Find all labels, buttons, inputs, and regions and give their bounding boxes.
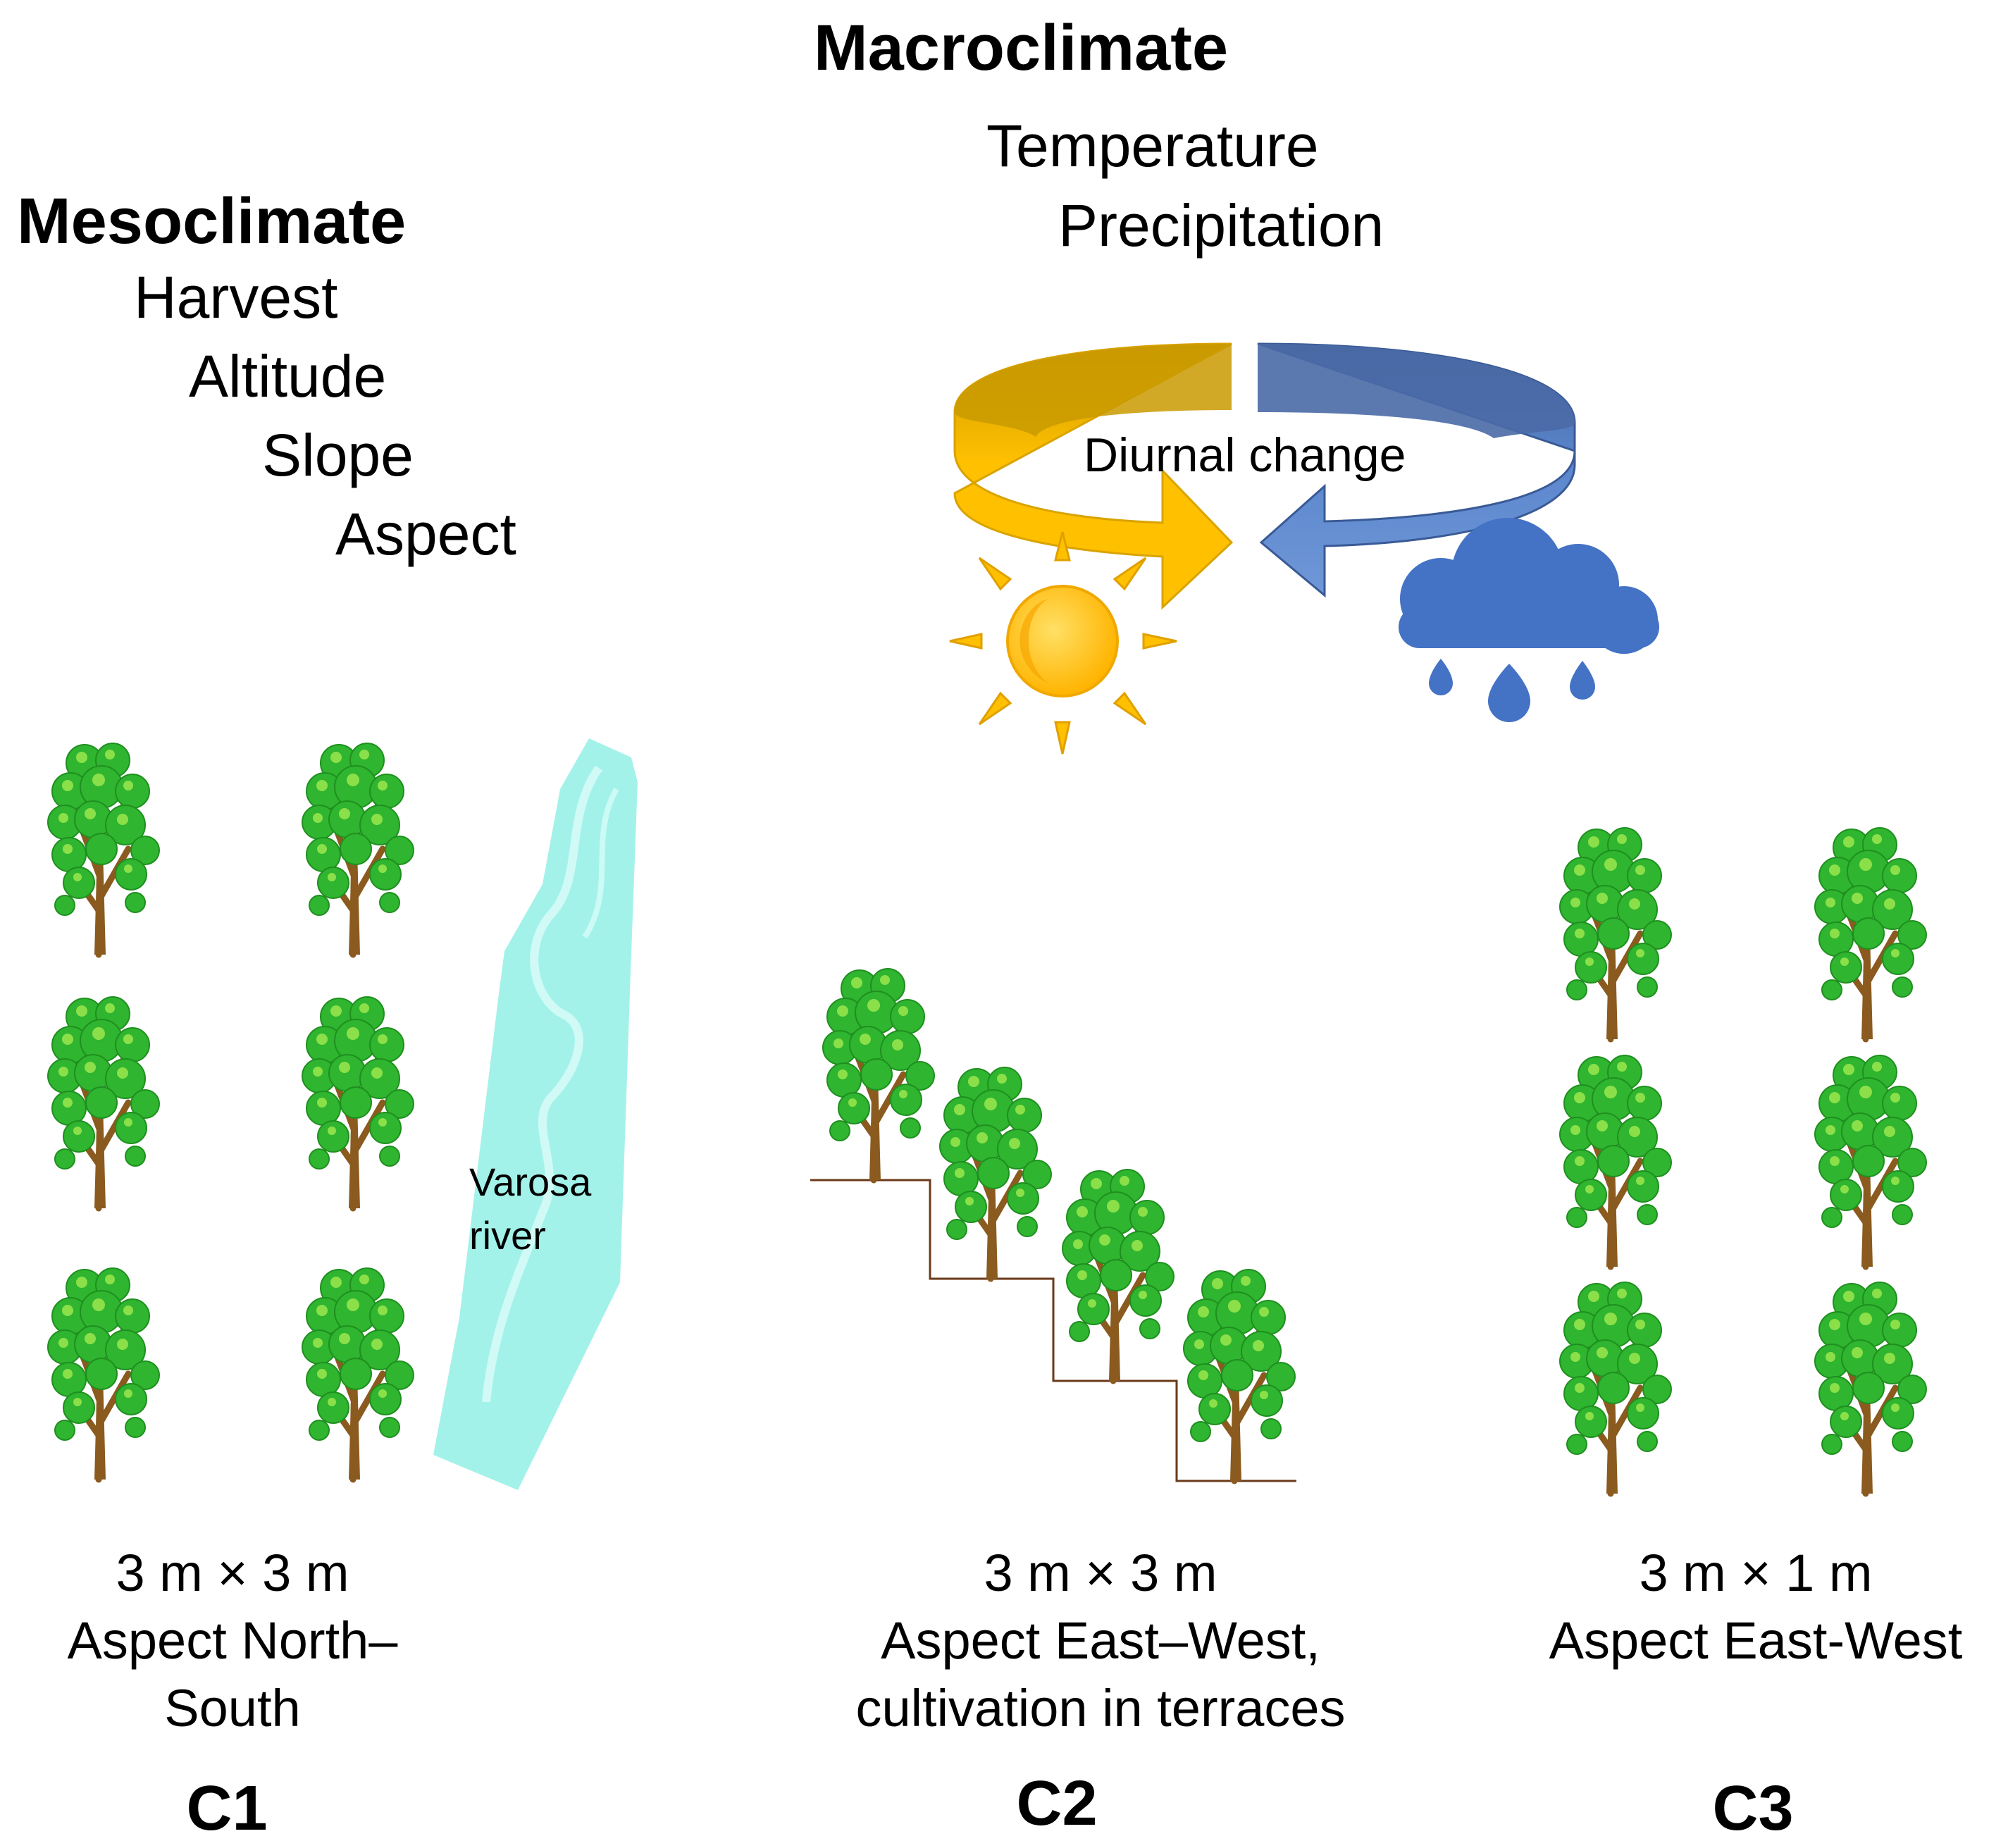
macroclimate-factor-temperature: Temperature: [986, 113, 1319, 179]
macroclimate-title: Macroclimate: [814, 12, 1229, 84]
plot-c1-desc-line-1: Aspect North–: [67, 1611, 398, 1670]
c1-tree: [302, 1268, 414, 1480]
plot-c2-desc-line-2: cultivation in terraces: [855, 1679, 1346, 1737]
river-label-line-2: river: [469, 1213, 546, 1258]
mesoclimate-factor-harvest: Harvest: [134, 264, 338, 330]
river-label: Varosa river: [469, 1155, 591, 1262]
plot-c1-caption: 3 m × 3 m Aspect North– South: [68, 1547, 398, 1735]
plot-c3-caption: 3 m × 1 m Aspect East-West: [1549, 1547, 1963, 1667]
c1-tree: [48, 1268, 159, 1480]
c1-tree: [48, 743, 159, 955]
plot-c1-desc-line-2: South: [164, 1679, 301, 1737]
plot-c2-spacing: 3 m × 3 m: [984, 1544, 1217, 1602]
c3-tree: [1815, 1282, 1926, 1494]
c2-tree: [1184, 1270, 1295, 1481]
varosa-river-shape: [433, 738, 638, 1490]
c1-tree-grid: [48, 743, 414, 1480]
plot-c2-label: C2: [1016, 1768, 1098, 1839]
c2-tree: [940, 1067, 1051, 1279]
c3-tree: [1815, 828, 1926, 1039]
diurnal-cycle-icon: [953, 342, 1576, 610]
plot-c1-label: C1: [186, 1773, 268, 1844]
c1-tree: [302, 743, 414, 955]
c1-tree: [48, 997, 159, 1208]
c2-terrace: [810, 969, 1296, 1481]
plot-c3-desc-line-1: Aspect East-West: [1549, 1611, 1963, 1670]
c3-tree: [1815, 1055, 1926, 1267]
terrace-steps: [810, 1179, 1296, 1482]
mesoclimate-title: Mesoclimate: [17, 185, 407, 257]
c2-tree: [1062, 1170, 1174, 1381]
plot-c2-desc-line-1: Aspect East–West,: [881, 1611, 1320, 1670]
rain-cloud-icon: [1399, 518, 1659, 722]
c3-tree: [1560, 1282, 1671, 1494]
c2-tree: [823, 969, 934, 1180]
c1-tree: [302, 997, 414, 1208]
macroclimate-factor-precipitation: Precipitation: [1058, 192, 1384, 259]
c3-tree: [1560, 1055, 1671, 1267]
mesoclimate-factor-aspect: Aspect: [335, 501, 516, 567]
mesoclimate-factor-altitude: Altitude: [189, 343, 387, 409]
plot-c2-caption: 3 m × 3 m Aspect East–West, cultivation …: [855, 1547, 1345, 1735]
diurnal-change-label: Diurnal change: [1084, 428, 1406, 482]
plot-c3-spacing: 3 m × 1 m: [1639, 1544, 1873, 1602]
plot-c3-label: C3: [1712, 1773, 1794, 1844]
c3-tree-grid: [1560, 828, 1926, 1494]
river-label-line-1: Varosa: [469, 1160, 592, 1204]
sun-icon: [949, 531, 1177, 755]
mesoclimate-factor-slope: Slope: [262, 422, 414, 488]
c3-tree: [1560, 828, 1671, 1039]
plot-c1-spacing: 3 m × 3 m: [116, 1544, 349, 1602]
